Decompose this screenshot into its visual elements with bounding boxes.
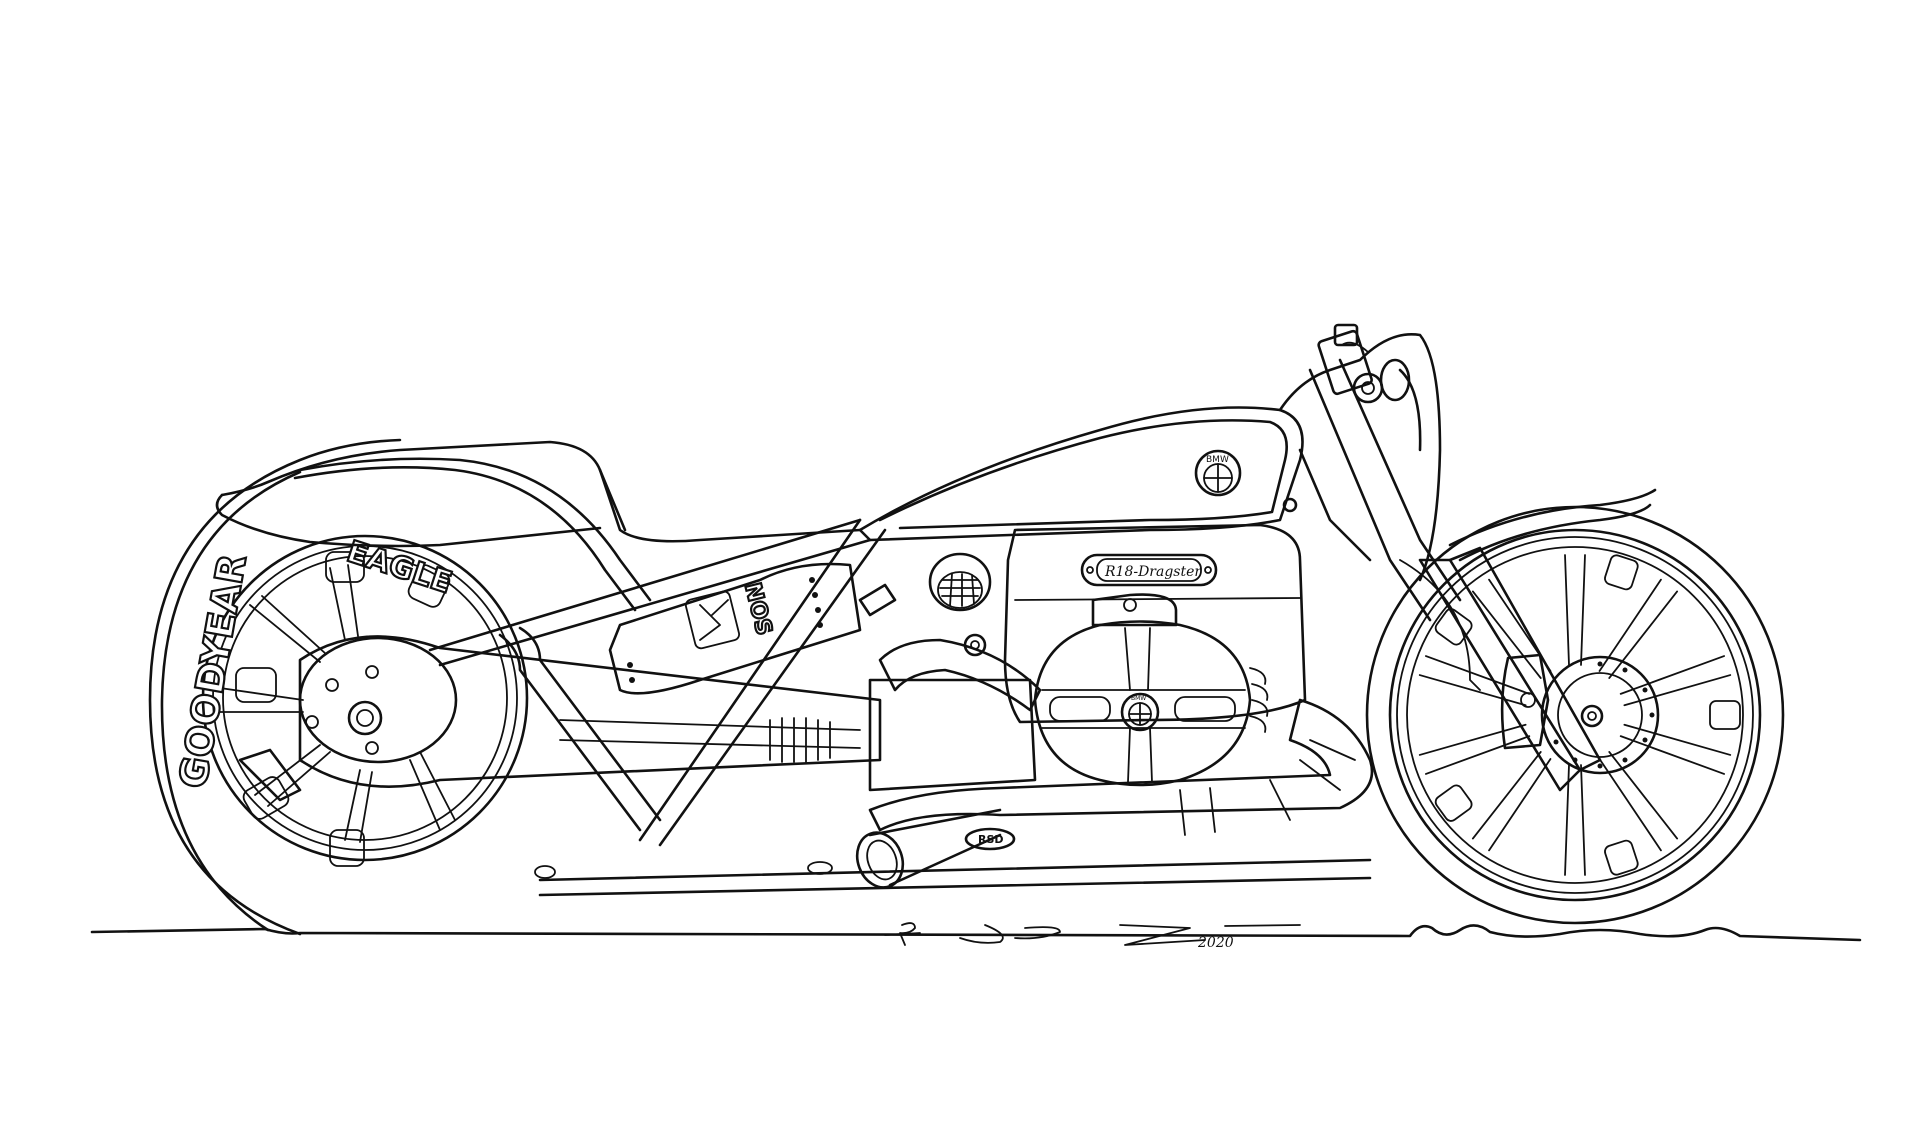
front-wheel [1365, 488, 1785, 925]
r18-dragster-plate: R18-Dragster [1080, 553, 1218, 587]
artist-signature: Roland Sands 2020 [884, 922, 1301, 951]
svg-text:NOS: NOS [739, 580, 776, 637]
exhaust: RSD [855, 698, 1374, 889]
frame [238, 518, 1372, 897]
svg-text:Roland Sands: Roland Sands [899, 928, 1025, 949]
svg-text:2020: 2020 [1197, 935, 1234, 951]
front-brake-disc [1540, 655, 1660, 775]
engine: R18-Dragster BMW [868, 523, 1307, 792]
valve-cover: BMW [1033, 593, 1252, 787]
svg-text:RSD: RSD [978, 833, 1004, 846]
rear-fender-tail [215, 440, 862, 612]
svg-text:R18-Dragster: R18-Dragster [1104, 564, 1202, 580]
ground-line [90, 924, 1862, 942]
rear-tire-lettering: GOODYEAR EAGLE [169, 533, 457, 792]
rsd-badge: RSD [964, 827, 1016, 851]
svg-text:BMW: BMW [1206, 455, 1229, 465]
fuel-tank: BMW [858, 406, 1304, 542]
bmw-tank-roundel: BMW [1194, 449, 1242, 497]
svg-text:BMW: BMW [1131, 695, 1146, 702]
